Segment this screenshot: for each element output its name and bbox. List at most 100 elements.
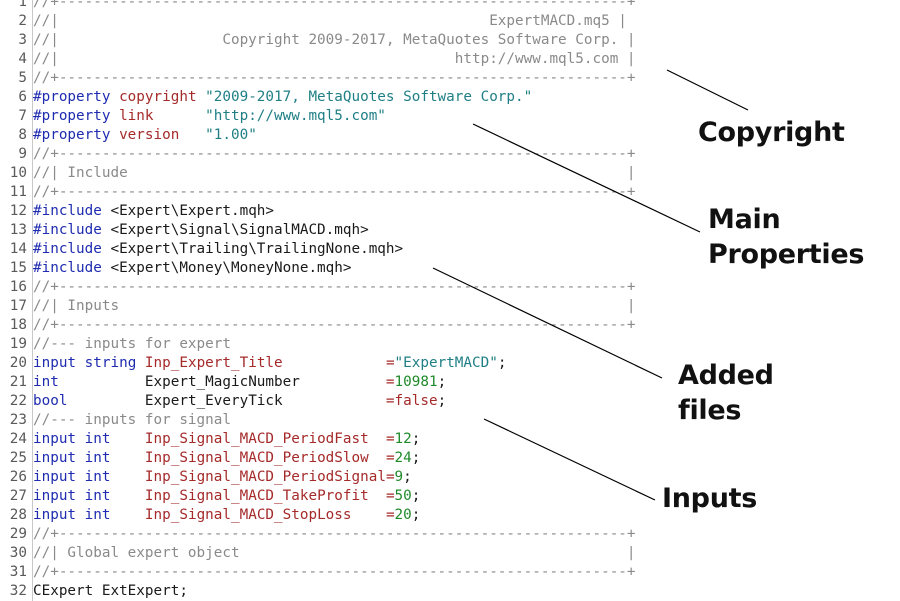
code-text: //| Copyright 2009-2017, MetaQuotes Soft… <box>33 31 636 50</box>
line-number: 26 <box>9 469 27 485</box>
code-text: //+-------------------------------------… <box>33 563 636 582</box>
code-line[interactable]: 29 //+-----------------------------------… <box>0 525 668 544</box>
code-line[interactable]: 15#include <Expert\Money\MoneyNone.mqh> <box>0 259 668 278</box>
code-token-comment: //+-------------------------------------… <box>33 317 636 333</box>
code-token-bool: false <box>394 393 438 409</box>
gutter-divider <box>27 69 33 88</box>
gutter-divider <box>27 430 33 449</box>
code-text: #include <Expert\Trailing\TrailingNone.m… <box>33 240 403 259</box>
code-token-comment: //+-------------------------------------… <box>33 526 636 542</box>
copyright-callout: Copyright <box>698 117 845 148</box>
code-line[interactable]: 10//| Include | <box>0 164 668 183</box>
code-line[interactable]: 8#property version "1.00" <box>0 126 668 145</box>
code-line[interactable]: 13#include <Expert\Signal\SignalMACD.mqh… <box>0 221 668 240</box>
line-number: 11 <box>9 184 27 200</box>
line-number: 1 <box>18 0 27 10</box>
code-token-type: int <box>84 469 145 485</box>
code-token-comment: //+-------------------------------------… <box>33 564 636 580</box>
line-number: 19 <box>9 336 27 352</box>
code-line[interactable]: 9//+------------------------------------… <box>0 145 668 164</box>
code-line[interactable]: 5//+------------------------------------… <box>0 69 668 88</box>
line-number: 9 <box>18 146 27 162</box>
code-token-op: = <box>385 469 395 485</box>
gutter-divider <box>27 259 33 278</box>
code-token-ident: Inp_Signal_MACD_StopLoss <box>144 507 386 523</box>
code-token-comment: //+-------------------------------------… <box>33 279 636 295</box>
code-line[interactable]: 7#property link "http://www.mql5.com" <box>0 107 668 126</box>
code-text: input int Inp_Signal_MACD_TakeProfit =50… <box>33 487 420 506</box>
gutter-divider <box>27 202 33 221</box>
code-line[interactable]: 30//| Global expert object | <box>0 544 668 563</box>
code-token-comment: //| Include | <box>33 165 636 181</box>
code-editor[interactable]: 1 //+------------------------------------… <box>0 0 668 601</box>
gutter-divider <box>27 468 33 487</box>
code-token-comment: //| ExpertMACD.mq5 | <box>33 13 627 29</box>
code-line[interactable]: 2//| ExpertMACD.mq5 | <box>0 12 668 31</box>
line-number: 29 <box>9 526 27 542</box>
code-line[interactable]: 23//--- inputs for signal <box>0 411 668 430</box>
code-text: //+-------------------------------------… <box>33 316 636 335</box>
added-files-callout: Added files <box>678 360 774 426</box>
code-text: CExpert ExtExpert; <box>33 582 188 601</box>
code-line[interactable]: 4 //| http://www.mql5.com | <box>0 50 668 69</box>
code-token-ident: version <box>119 127 206 143</box>
code-token-comment: //| http://www.mql5.com | <box>33 51 636 67</box>
code-token-number: 10981 <box>394 374 438 390</box>
code-token-op: = <box>385 393 395 409</box>
main-properties-callout: Main Properties <box>708 204 865 270</box>
line-number: 24 <box>9 431 27 447</box>
code-line[interactable]: 6#property copyright "2009-2017, MetaQuo… <box>0 88 668 107</box>
code-token-ident: Inp_Signal_MACD_PeriodSignal <box>144 469 386 485</box>
code-token-keyword: input <box>33 488 85 504</box>
inputs-callout: Inputs <box>662 483 757 514</box>
code-line[interactable]: 18//+-----------------------------------… <box>0 316 668 335</box>
line-number: 16 <box>9 279 27 295</box>
code-token-comment: //| Inputs | <box>33 298 636 314</box>
code-token-plain: ; <box>437 393 447 409</box>
code-text: //--- inputs for expert <box>33 335 231 354</box>
gutter-divider <box>27 31 33 50</box>
line-number: 27 <box>9 488 27 504</box>
gutter-divider <box>27 221 33 240</box>
code-line[interactable]: 14#include <Expert\Trailing\TrailingNone… <box>0 240 668 259</box>
code-token-plain: ; <box>411 431 421 447</box>
gutter-divider <box>27 183 33 202</box>
code-text: //+-------------------------------------… <box>33 278 636 297</box>
code-line[interactable]: 17 //| Inputs | <box>0 297 668 316</box>
code-line[interactable]: 27 input int Inp_Signal_MACD_TakeProfit =… <box>0 487 668 506</box>
line-number: 4 <box>18 51 27 67</box>
code-line[interactable]: 16 //+-----------------------------------… <box>0 278 668 297</box>
code-token-plain: ; <box>411 450 421 466</box>
code-text: #property version "1.00" <box>33 126 257 145</box>
gutter-divider <box>27 487 33 506</box>
code-line[interactable]: 11//+-----------------------------------… <box>0 183 668 202</box>
gutter-divider <box>27 278 33 297</box>
line-number: 12 <box>9 203 27 219</box>
code-line[interactable]: 19 //--- inputs for expert <box>0 335 668 354</box>
code-token-string: "2009-2017, MetaQuotes Software Corp." <box>205 89 533 105</box>
code-text: //+-------------------------------------… <box>33 525 636 544</box>
code-line[interactable]: 1//+------------------------------------… <box>0 0 668 12</box>
code-line[interactable]: 3//| Copyright 2009-2017, MetaQuotes Sof… <box>0 31 668 50</box>
code-token-number: 9 <box>394 469 404 485</box>
code-line[interactable]: 12#include <Expert\Expert.mqh> <box>0 202 668 221</box>
code-text: #include <Expert\Signal\SignalMACD.mqh> <box>33 221 369 240</box>
code-token-number: 24 <box>394 450 412 466</box>
code-token-comment: //--- inputs for signal <box>33 412 231 428</box>
line-number: 25 <box>9 450 27 466</box>
code-token-keyword: #include <box>33 260 111 276</box>
line-number: 17 <box>9 298 27 314</box>
gutter-divider <box>27 126 33 145</box>
code-token-ident: Inp_Signal_MACD_TakeProfit <box>144 488 386 504</box>
code-text: //| Include | <box>33 164 636 183</box>
code-line[interactable]: 31//+-----------------------------------… <box>0 563 668 582</box>
gutter-divider <box>27 582 33 601</box>
